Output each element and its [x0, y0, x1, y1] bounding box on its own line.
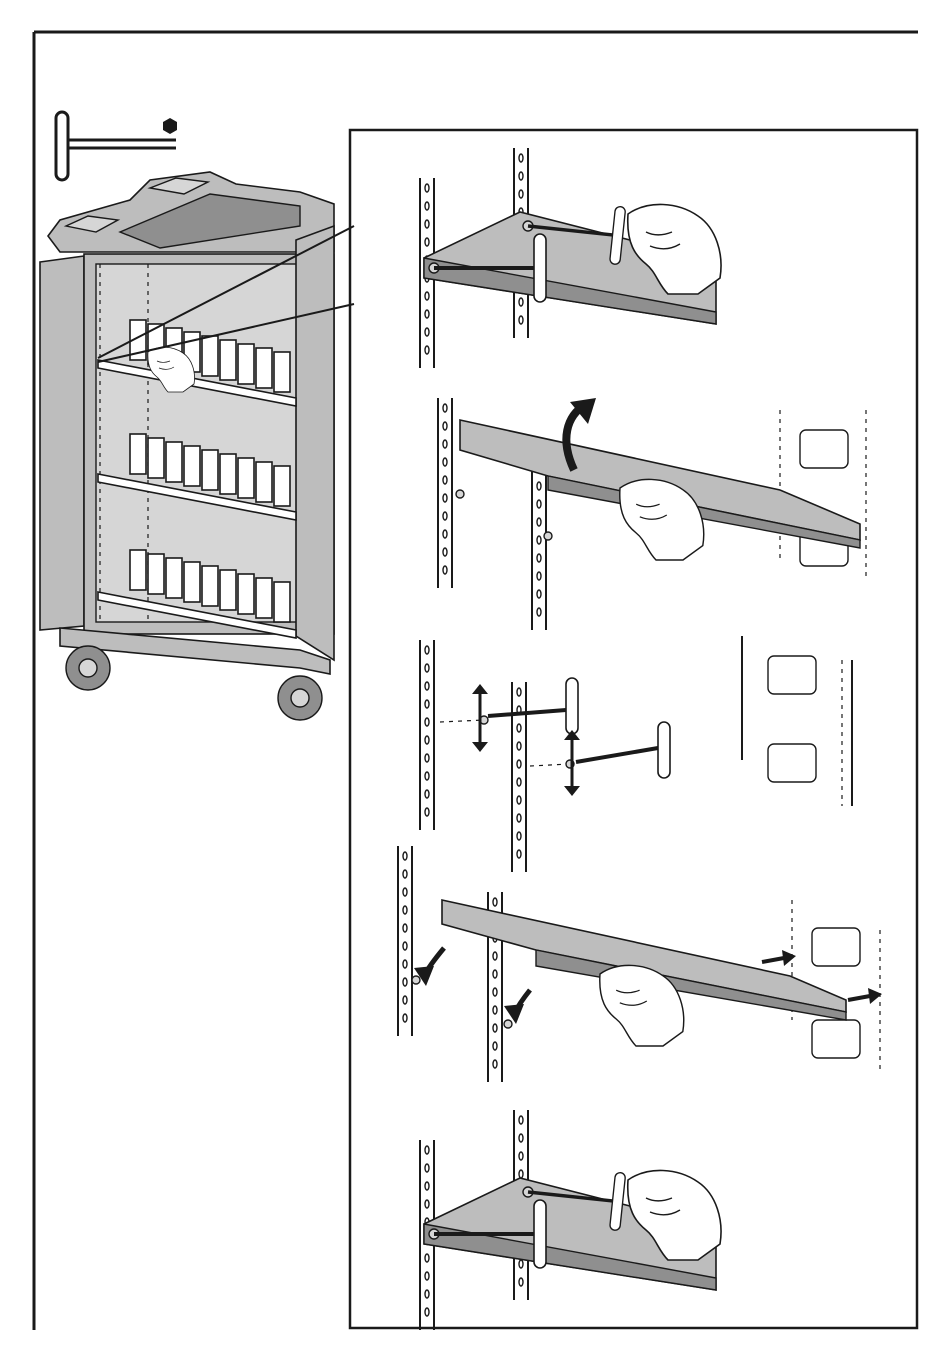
hex-t-key-icon — [56, 112, 177, 180]
lower-shelf-step — [398, 846, 882, 1082]
adjust-screws-step — [420, 636, 852, 872]
tighten-screws-step — [420, 148, 721, 368]
retighten-screws-step — [420, 1110, 721, 1330]
lift-shelf-step — [438, 398, 866, 630]
cart-overview — [40, 172, 354, 720]
